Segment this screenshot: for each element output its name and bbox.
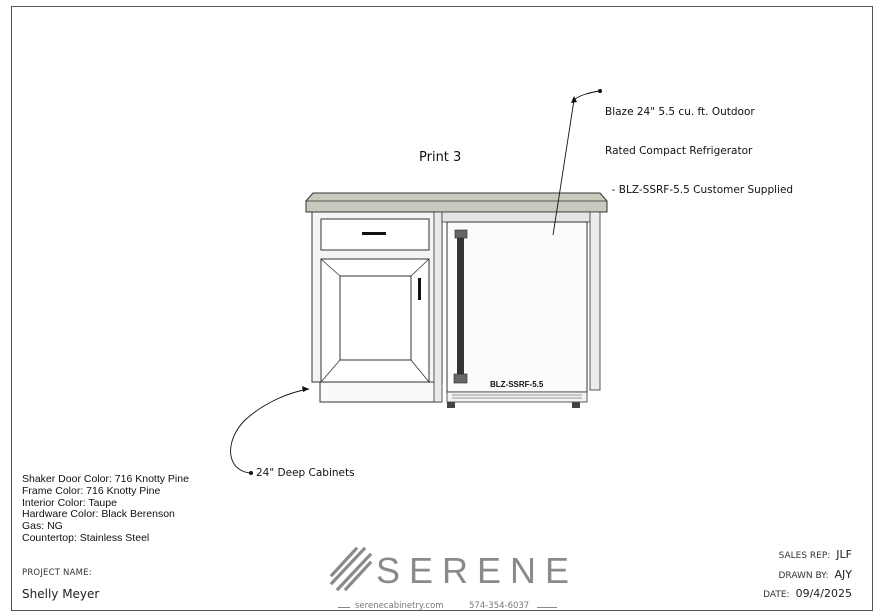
refrigerator <box>446 221 588 393</box>
callout-line: - BLZ-SSRF-5.5 Customer Supplied <box>605 184 794 196</box>
sales-rep-label: SALES REP: <box>778 551 831 561</box>
serene-logo-icon <box>329 546 373 592</box>
drawn-by-value: AJY <box>834 568 853 581</box>
spec-item: Frame Color: 716 Knotty Pine <box>22 484 161 497</box>
drawing-frame <box>11 6 873 611</box>
drawn-by: DRAWN BY: AJY <box>779 568 853 581</box>
sales-rep: SALES REP: JLF <box>779 548 852 561</box>
toe-kick <box>319 381 441 403</box>
drawing-title: Print 3 <box>419 150 462 165</box>
project-name: Shelly Meyer <box>22 587 100 601</box>
spec-item: Shaker Door Color: 716 Knotty Pine <box>22 473 189 485</box>
brand-name: SERENE <box>376 550 579 591</box>
fridge-grille <box>446 391 588 403</box>
date-label: DATE: <box>763 590 790 600</box>
countertop <box>305 192 608 213</box>
callout-line: Rated Compact Refrigerator <box>605 145 753 157</box>
spec-item: Hardware Color: Black Berenson <box>22 508 175 521</box>
sales-rep-value: JLF <box>836 548 852 561</box>
spec-item: Gas: NG <box>22 520 63 533</box>
fridge-handle <box>457 238 464 374</box>
drawn-by-label: DRAWN BY: <box>778 571 829 581</box>
spec-list: Shaker Door Color: 716 Knotty Pine Frame… <box>22 473 189 545</box>
date-value: 09/4/2025 <box>795 587 852 600</box>
cabinets-callout: 24" Deep Cabinets <box>256 467 355 479</box>
date: DATE: 09/4/2025 <box>763 587 852 600</box>
fridge-model-label: BLZ-SSRF-5.5 <box>490 380 544 389</box>
spec-item: Countertop: Stainless Steel <box>22 531 150 544</box>
website: serenecabinetry.com <box>355 601 444 611</box>
door-panel <box>339 275 412 361</box>
callout-line: Blaze 24" 5.5 cu. ft. Outdoor <box>605 106 755 118</box>
door-pull <box>418 278 421 300</box>
spec-item: Interior Color: Taupe <box>22 496 117 509</box>
drawer-pull <box>362 232 386 235</box>
refrigerator-callout: Blaze 24" 5.5 cu. ft. Outdoor Rated Comp… <box>605 80 793 210</box>
phone: 574-354-6037 <box>469 601 530 611</box>
project-name-label: PROJECT NAME: <box>22 568 92 578</box>
